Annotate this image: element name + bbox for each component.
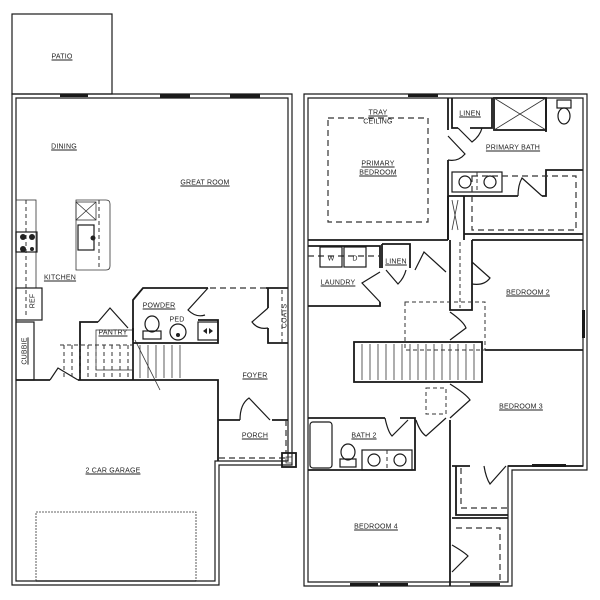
front-door [239, 397, 271, 421]
toilet [556, 99, 572, 109]
room-label-coats: COATS [281, 303, 289, 329]
bath-2-door [384, 417, 409, 437]
hall-door [414, 251, 447, 273]
room-label-bath-2: BATH 2 [351, 432, 377, 440]
powder-room-wall [132, 287, 208, 340]
room-label-cubbie: CUBBIE [21, 337, 29, 365]
bedroom-4-closet-door [451, 544, 469, 573]
room-label-powder: POWDER [142, 302, 176, 310]
room-label-kitchen: KITCHEN [43, 274, 77, 282]
linen-mid-door [385, 269, 407, 285]
attic-hatch [425, 387, 447, 415]
window [408, 94, 438, 97]
tray-ceiling-outline [327, 117, 429, 223]
room-label-linen-top: LINEN [459, 110, 481, 118]
room-label-foyer: FOYER [242, 372, 268, 380]
second-floor-plan [303, 93, 588, 587]
first-floor-stairs [60, 339, 181, 391]
bedroom-2-closet-door [471, 261, 491, 285]
room-label-laundry: LAUNDRY [320, 279, 356, 287]
refrigerator [15, 287, 43, 321]
range-cooktop [15, 231, 38, 253]
room-label-primary-bedroom-line1: PRIMARY [361, 160, 395, 168]
toilet [340, 443, 356, 461]
door-swing [49, 367, 79, 381]
room-label-ped: PED [169, 316, 185, 324]
bedroom-3-door [449, 383, 471, 419]
second-floor-exterior-wall-inner [307, 97, 584, 583]
dishwasher [75, 201, 97, 221]
mechanical-unit [197, 321, 219, 341]
dryer [343, 246, 367, 268]
washer [319, 246, 343, 268]
window [350, 583, 378, 586]
room-label-ref: REF [29, 293, 37, 309]
pantry-door [97, 307, 129, 329]
window [582, 310, 585, 338]
label-tray: TRAY [368, 109, 388, 117]
first-floor-exterior-wall-inner [15, 97, 289, 582]
window [532, 464, 566, 467]
window [470, 583, 500, 586]
label-dryer: D [352, 255, 358, 263]
room-label-bedroom-2: BEDROOM 2 [506, 289, 550, 297]
bedroom-2-door [449, 311, 467, 341]
linen-door [457, 127, 483, 143]
room-label-garage: 2 CAR GARAGE [85, 467, 141, 475]
attic-access-outline [404, 301, 486, 351]
window [230, 94, 260, 98]
room-label-dining: DINING [51, 143, 77, 151]
room-label-patio: PATIO [51, 53, 73, 61]
window [160, 94, 190, 98]
first-floor-exterior-wall [11, 93, 293, 586]
laundry-door [361, 271, 381, 303]
first-floor-plan [11, 13, 297, 586]
room-label-bedroom-3: BEDROOM 3 [499, 403, 543, 411]
porch-column [281, 452, 297, 468]
walk-in-closet-shelf [471, 175, 577, 231]
room-label-porch: PORCH [241, 432, 269, 440]
room-label-primary-bath: PRIMARY BATH [485, 144, 541, 152]
room-label-bedroom-4: BEDROOM 4 [354, 523, 398, 531]
room-label-great-room: GREAT ROOM [180, 179, 230, 187]
room-label-linen-mid: LINEN [385, 258, 407, 266]
second-floor-exterior-wall [303, 93, 588, 587]
window [380, 583, 408, 586]
closet-door [517, 177, 543, 197]
toilet [144, 315, 160, 333]
hall-closet-door [415, 417, 447, 437]
bedroom-3-closet-door [483, 465, 507, 485]
primary-bath-door [447, 135, 466, 161]
label-washer: W [327, 255, 335, 263]
coats-door [251, 307, 269, 329]
second-floor-stairs [353, 341, 483, 383]
pedestal-sink [169, 323, 187, 341]
powder-door [187, 287, 209, 317]
bathtub [309, 421, 333, 469]
patio-door [60, 94, 88, 97]
room-label-pantry: PANTRY [98, 329, 128, 337]
label-ceiling: CEILING [363, 118, 393, 126]
room-label-primary-bedroom-line2: BEDROOM [359, 169, 397, 177]
garage-door-opening [35, 511, 197, 581]
kitchen-island [75, 199, 111, 271]
